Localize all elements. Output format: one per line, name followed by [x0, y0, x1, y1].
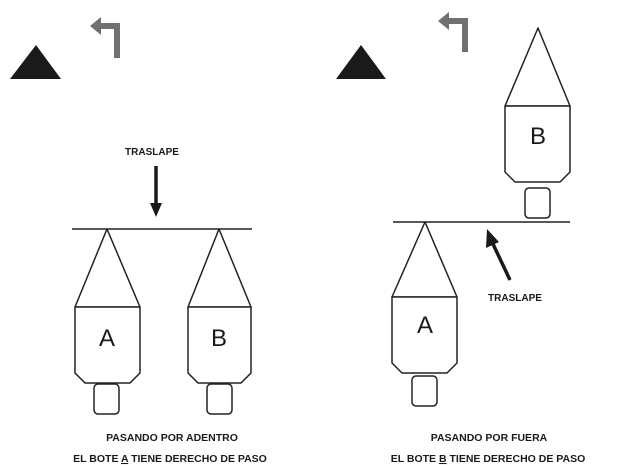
boat-b-hull: [187, 306, 252, 384]
boat-a: A: [74, 228, 141, 415]
boat-b-bow: [187, 228, 252, 308]
boat-b-motor: [524, 187, 551, 219]
caption-line-1: PASANDO POR ADENTRO: [106, 432, 238, 444]
boat-a-motor: [411, 375, 438, 407]
boat-a-label: A: [417, 312, 433, 339]
caption-prefix: EL BOTE: [391, 453, 439, 465]
boat-a-motor: [93, 383, 120, 415]
boat-b-hull: [504, 105, 571, 183]
mark-triangle-icon: [336, 45, 386, 79]
caption-prefix: EL BOTE: [73, 453, 121, 465]
boat-b: B: [187, 228, 252, 415]
overlap-arrow-head-icon: [150, 203, 162, 217]
overlap-arrow-head-icon: [486, 229, 499, 248]
boat-b-label: B: [211, 325, 227, 352]
boat-a-label: A: [99, 325, 115, 352]
turn-arrow-icon: [448, 18, 468, 52]
boat-b-label: B: [530, 123, 546, 150]
turn-arrow-head-icon: [90, 17, 101, 35]
boat-a: A: [391, 221, 458, 407]
boat-b-bow: [504, 27, 571, 107]
overlap-label: TRASLAPE: [125, 147, 179, 158]
boat-a-bow: [74, 228, 141, 308]
caption-line-1: PASANDO POR FUERA: [431, 432, 548, 444]
caption-line-2: EL BOTE A TIENE DERECHO DE PASO: [73, 453, 267, 465]
boat-b-motor: [206, 383, 233, 415]
boat-b: B: [504, 27, 571, 219]
caption-suffix: TIENE DERECHO DE PASO: [128, 453, 267, 465]
turn-arrow-icon: [100, 23, 120, 58]
caption-boat-letter: B: [439, 453, 447, 465]
boat-a-bow: [391, 221, 458, 298]
overlap-arrow-shaft: [491, 243, 512, 281]
boat-a-hull: [391, 296, 458, 374]
turn-arrow-head-icon: [438, 12, 449, 30]
boat-a-hull: [74, 306, 141, 384]
caption-boat-letter: A: [121, 453, 129, 465]
mark-triangle-icon: [10, 45, 61, 79]
left-panel: TRASLAPE A B PASANDO POR ADENTRO EL BOTE…: [10, 17, 267, 465]
right-panel: B A TRASLAPE PASANDO POR FUERA EL BOTE B…: [336, 12, 585, 465]
overlap-label: TRASLAPE: [488, 293, 542, 304]
caption-line-2: EL BOTE B TIENE DERECHO DE PASO: [391, 453, 586, 465]
caption-suffix: TIENE DERECHO DE PASO: [447, 453, 586, 465]
